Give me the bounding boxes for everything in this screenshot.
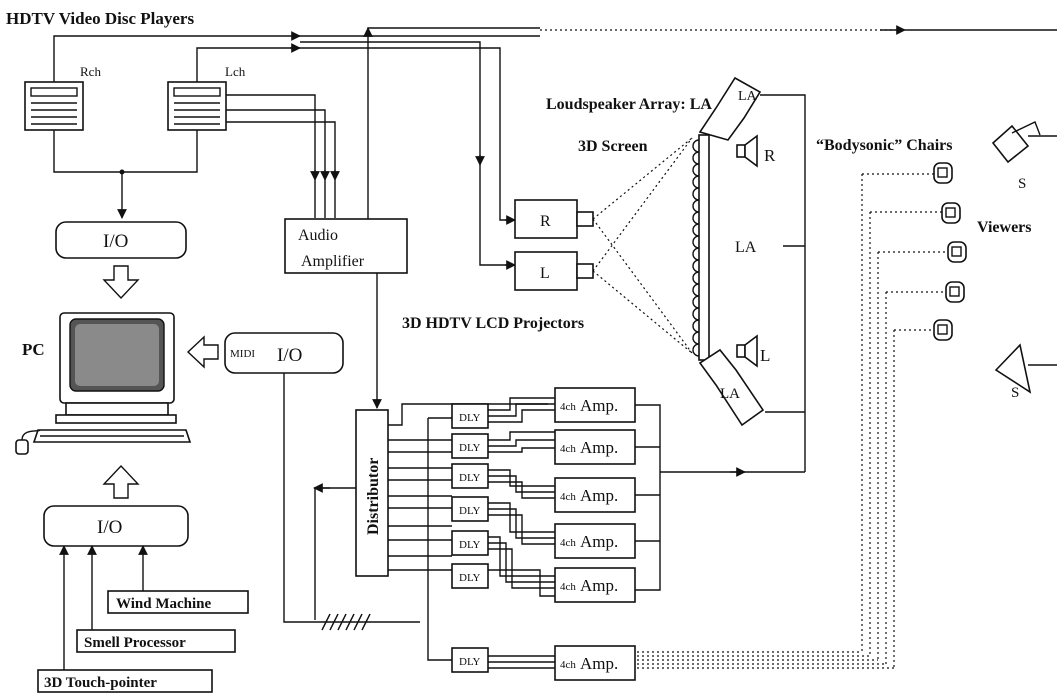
dly-label-1: DLY <box>459 412 481 424</box>
chair-1 <box>933 162 953 184</box>
dly-label-5: DLY <box>459 539 481 551</box>
dly-label-2: DLY <box>459 442 481 454</box>
dly-label-3: DLY <box>459 472 481 484</box>
audio-amplifier-box <box>284 218 408 274</box>
projector-l-label: L <box>540 265 550 282</box>
amp-box-6: 4ch Amp. <box>554 645 636 681</box>
hollow-down-arrow <box>102 265 140 300</box>
io-bottom-box <box>43 505 189 547</box>
speaker-r-label: R <box>764 146 776 165</box>
loudspeaker-array-label: Loudspeaker Array: LA <box>546 96 712 113</box>
amp-prefix-3: 4ch <box>560 491 576 503</box>
speaker-s-top-label: S <box>1018 176 1026 192</box>
rch-label: Rch <box>80 64 101 79</box>
amp-prefix-1: 4ch <box>560 401 576 413</box>
speaker-l-label: L <box>760 346 770 365</box>
lch-label: Lch <box>225 64 246 79</box>
dly-box-2: DLY <box>451 433 489 459</box>
hollow-left-arrow <box>186 335 219 369</box>
chairs-label: “Bodysonic” Chairs <box>816 137 952 154</box>
la-top-text: LA <box>738 89 758 104</box>
speaker-s-bottom-label: S <box>1011 385 1019 401</box>
la-top-box: LA <box>698 76 762 141</box>
disc-player-lch <box>167 81 227 131</box>
projector-l-box <box>514 251 578 291</box>
speaker-s-top-icon <box>991 121 1057 164</box>
io-midi-label: I/O <box>277 345 302 366</box>
touch-pointer-label: 3D Touch-pointer <box>44 675 157 691</box>
dly-label-4: DLY <box>459 505 481 517</box>
midi-label: MIDI <box>230 348 255 360</box>
amp-prefix-2: 4ch <box>560 443 576 455</box>
3d-screen <box>692 134 710 361</box>
speaker-s-bottom-icon <box>994 343 1057 394</box>
screen-label: 3D Screen <box>578 138 648 155</box>
projectors-label: 3D HDTV LCD Projectors <box>402 315 584 332</box>
viewers-label: Viewers <box>977 219 1032 236</box>
wind-machine-box <box>107 590 249 614</box>
amp-box-1: 4ch Amp. <box>554 387 636 423</box>
dly-label-7: DLY <box>459 656 481 668</box>
amp-prefix-6: 4ch <box>560 659 576 671</box>
amp-box-3: 4ch Amp. <box>554 477 636 513</box>
chair-4 <box>945 281 965 303</box>
amp-main-1: Amp. <box>580 396 618 415</box>
chair-5 <box>933 319 953 341</box>
wind-machine-label: Wind Machine <box>116 596 211 612</box>
amp-main-4: Amp. <box>580 532 618 551</box>
dly-box-6: DLY <box>451 563 489 589</box>
chair-3 <box>947 241 967 263</box>
io-top-label: I/O <box>103 231 128 252</box>
amp-box-5: 4ch Amp. <box>554 567 636 603</box>
amp-prefix-5: 4ch <box>560 581 576 593</box>
amp-main-6: Amp. <box>580 654 618 673</box>
pc-computer-icon <box>15 312 192 455</box>
projector-r-label: R <box>540 213 551 230</box>
hollow-up-arrow <box>102 464 140 499</box>
distributor-label: Distributor <box>365 458 382 535</box>
dly-box-7: DLY <box>451 647 489 673</box>
speaker-r-icon <box>736 134 758 168</box>
amp-main-5: Amp. <box>580 576 618 595</box>
amp-box-4: 4ch Amp. <box>554 523 636 559</box>
la-mid-label: LA <box>735 239 757 256</box>
smell-processor-label: Smell Processor <box>84 635 186 651</box>
la-bottom-box <box>698 348 765 427</box>
dly-box-5: DLY <box>451 530 489 556</box>
dly-box-1: DLY <box>451 403 489 429</box>
dly-label-6: DLY <box>459 572 481 584</box>
la-bottom-label: LA <box>720 386 740 402</box>
audio-amplifier-label-1: Audio <box>298 227 338 244</box>
touch-pointer-box <box>37 669 213 693</box>
distributor-box <box>355 409 389 577</box>
disc-player-rch <box>24 81 84 131</box>
speaker-l-icon <box>736 334 758 368</box>
chair-2 <box>941 202 961 224</box>
projector-r-box <box>514 199 578 239</box>
dly-box-3: DLY <box>451 463 489 489</box>
amp-prefix-4: 4ch <box>560 537 576 549</box>
amp-main-2: Amp. <box>580 438 618 457</box>
dly-box-4: DLY <box>451 496 489 522</box>
pc-label: PC <box>22 340 45 359</box>
amp-box-2: 4ch Amp. <box>554 429 636 465</box>
audio-amplifier-label-2: Amplifier <box>301 253 365 270</box>
diagram-title: HDTV Video Disc Players <box>6 9 194 28</box>
io-top-box <box>55 221 187 259</box>
smell-processor-box <box>76 629 236 653</box>
io-bottom-label: I/O <box>97 517 122 538</box>
amp-main-3: Amp. <box>580 486 618 505</box>
